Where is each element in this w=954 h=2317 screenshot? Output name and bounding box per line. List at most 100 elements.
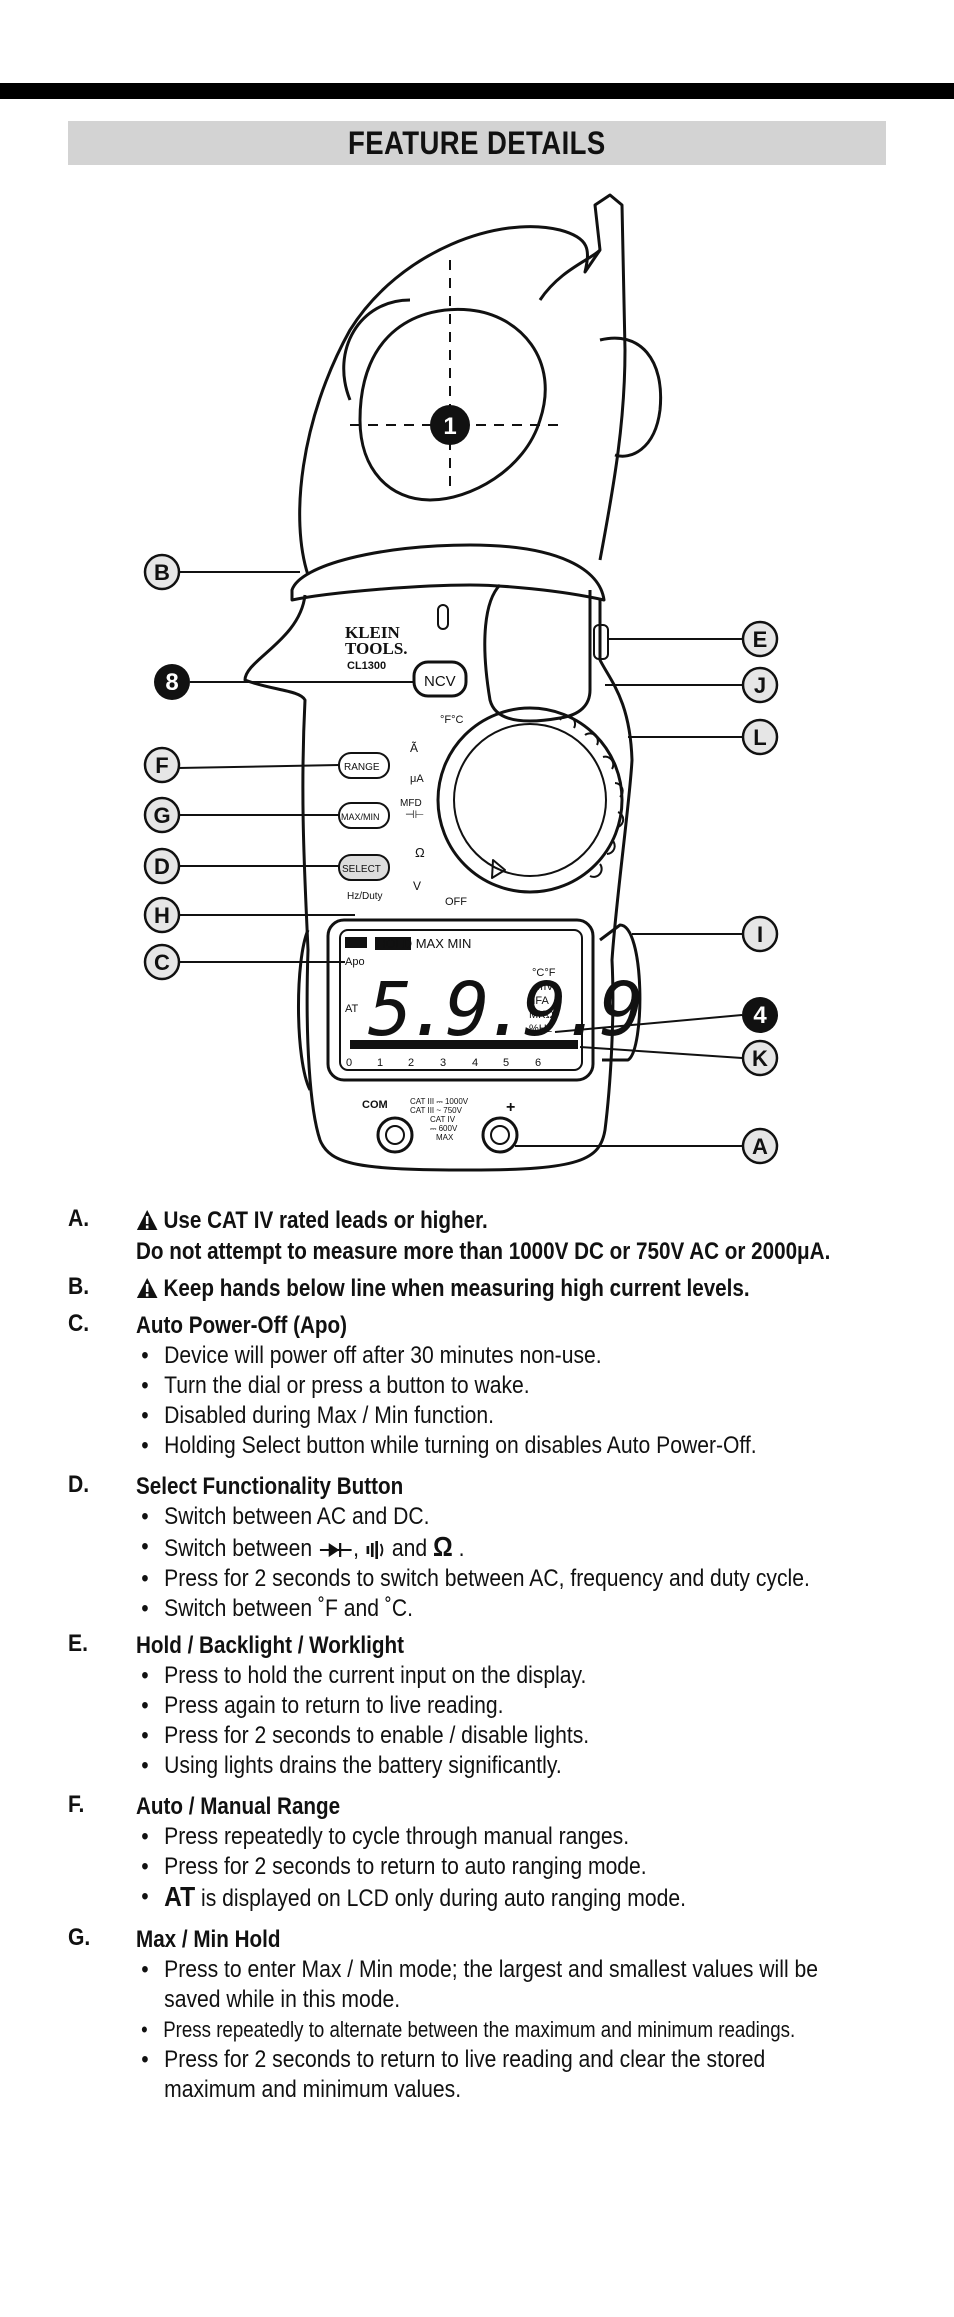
callout-1-label: 1 — [443, 413, 456, 440]
clamp-meter-diagram: KLEIN TOOLS. CL1300 NCV RANGE MAX/MIN SE… — [0, 180, 954, 1210]
range-button-label: RANGE — [344, 762, 380, 773]
list-item: •Press for 2 seconds to switch between A… — [141, 1565, 810, 1592]
callout-4 — [742, 997, 778, 1033]
callout-8 — [154, 664, 190, 700]
lcd-unit-mkohm: MKΩ — [529, 1009, 554, 1021]
lcd-unit-ufa: μFA — [529, 995, 549, 1007]
callout-i — [741, 915, 779, 953]
select-button — [338, 854, 390, 881]
callout-g — [143, 796, 181, 834]
warning-icon — [136, 1278, 158, 1298]
bullet-list: •Press repeatedly to cycle through manua… — [136, 1822, 928, 1914]
bullet-list: •Press to hold the current input on the … — [136, 1661, 928, 1781]
list-item: •Disabled during Max / Min function. — [141, 1402, 495, 1429]
dial-label-ohms: Ω — [415, 845, 425, 860]
feature-letter: D. — [68, 1471, 90, 1498]
feature-d: D. Select Functionality Button •Switch b… — [68, 1471, 928, 1624]
lcd-top-row: HOLD MAX MIN — [376, 936, 471, 951]
select-button-label: SELECT — [342, 864, 381, 875]
lcd-apo: Apo — [345, 956, 365, 968]
dial-label-microamps: μA — [410, 773, 424, 785]
dial-label-ac-amps: Ã — [410, 741, 418, 755]
callout-g-label: G — [153, 803, 170, 828]
callout-d-label: D — [154, 854, 170, 879]
lcd-scale-1: 1 — [377, 1057, 383, 1069]
feature-heading: Select Functionality Button — [136, 1473, 404, 1500]
bullet-list: •Switch between AC and DC. •Switch betwe… — [136, 1502, 928, 1624]
select-sub-label: Hz/Duty — [347, 891, 383, 902]
dial-label-temp: °F°C — [440, 714, 464, 726]
callout-i-label: I — [757, 922, 763, 947]
lcd-scale-4: 4 — [472, 1057, 478, 1069]
feature-b-line-1: Keep hands below line when measuring hig… — [136, 1273, 817, 1304]
feature-e: E. Hold / Backlight / Worklight •Press t… — [68, 1630, 928, 1781]
feature-heading: Auto / Manual Range — [136, 1793, 341, 1820]
feature-letter: C. — [68, 1310, 90, 1337]
positive-jack — [481, 1116, 519, 1154]
lcd-scale-6: 6 — [535, 1057, 541, 1069]
diode-icon — [319, 1543, 352, 1557]
cat-line-3: CAT IV — [430, 1115, 456, 1124]
lcd-frame — [326, 918, 595, 1082]
callout-4-label: 4 — [753, 1002, 767, 1029]
brand-line2: TOOLS. — [345, 639, 408, 658]
com-jack — [376, 1116, 414, 1154]
callout-f-label: F — [155, 753, 168, 778]
hand-guard — [290, 543, 606, 602]
feature-letter: G. — [68, 1924, 91, 1951]
list-item: •Using lights drains the battery signifi… — [141, 1752, 562, 1779]
callout-8-label: 8 — [165, 669, 178, 696]
callout-j — [741, 666, 779, 704]
bullet-list: •Press to enter Max / Min mode; the larg… — [136, 1955, 928, 2105]
jaw-outer — [298, 193, 627, 576]
callout-l — [741, 718, 779, 756]
list-item: •Press for 2 seconds to enable / disable… — [141, 1722, 590, 1749]
cat-line-2: CAT III ~ 750V — [410, 1106, 463, 1115]
list-item: •Switch between , and Ω . — [141, 1531, 465, 1563]
at-indicator: AT — [164, 1881, 196, 1912]
feature-a-line-2: Do not attempt to measure more than 1000… — [136, 1238, 831, 1265]
jaw-opening — [358, 307, 547, 502]
lcd-digits: 5.9.9.9 — [368, 967, 639, 1053]
callout-k-label: K — [752, 1046, 768, 1071]
ohm-icon: Ω — [433, 1531, 453, 1562]
list-item: •AT is displayed on LCD only during auto… — [141, 1881, 686, 1913]
com-jack-label: COM — [362, 1099, 388, 1111]
rotary-dial — [436, 706, 624, 894]
callout-l-label: L — [753, 725, 766, 750]
top-rule — [0, 83, 954, 99]
lcd-at: AT — [345, 1003, 359, 1015]
lcd-screen — [339, 929, 583, 1071]
callout-d — [143, 847, 181, 885]
hold-backlight-button — [593, 624, 609, 660]
lcd-scale-0: 0 — [346, 1057, 352, 1069]
lcd-scale-5: 5 — [503, 1057, 509, 1069]
feature-heading: Auto Power-Off (Apo) — [136, 1312, 347, 1339]
callout-a — [741, 1127, 779, 1165]
feature-c: C. Auto Power-Off (Apo) •Device will pow… — [68, 1310, 928, 1461]
list-item: •Press again to return to live reading. — [141, 1692, 504, 1719]
model-number: CL1300 — [347, 660, 386, 672]
dial-label-mfd: MFD — [400, 798, 422, 809]
dial-label-capacitance: ⊣⊢ — [405, 809, 424, 821]
callout-c-label: C — [154, 950, 170, 975]
cat-line-5: MAX — [436, 1133, 454, 1142]
page-title: FEATURE DETAILS — [348, 124, 606, 161]
feature-letter: F. — [68, 1791, 85, 1818]
meter-body — [243, 594, 634, 1172]
lcd-unit-pct-hz: %Hz — [529, 1023, 552, 1035]
dial-label-volts: V — [413, 879, 421, 893]
callout-h — [143, 896, 181, 934]
list-item: •Press repeatedly to alternate between t… — [141, 2017, 796, 2042]
cat-line-4: ⎓ 600V — [430, 1124, 458, 1133]
continuity-icon — [366, 1541, 384, 1559]
lcd-scale-3: 3 — [440, 1057, 446, 1069]
list-item: •Switch between AC and DC. — [141, 1503, 430, 1530]
lcd-unit-temp: °C°F — [532, 967, 556, 979]
feature-heading: Max / Min Hold — [136, 1926, 281, 1953]
list-item: •Press for 2 seconds to return to live r… — [141, 2046, 766, 2103]
feature-a-line-1: Use CAT IV rated leads or higher. — [136, 1205, 817, 1236]
callout-a-label: A — [752, 1134, 768, 1159]
feature-g: G. Max / Min Hold •Press to enter Max / … — [68, 1924, 928, 2105]
feature-b: B. Keep hands below line when measuring … — [68, 1273, 928, 1304]
